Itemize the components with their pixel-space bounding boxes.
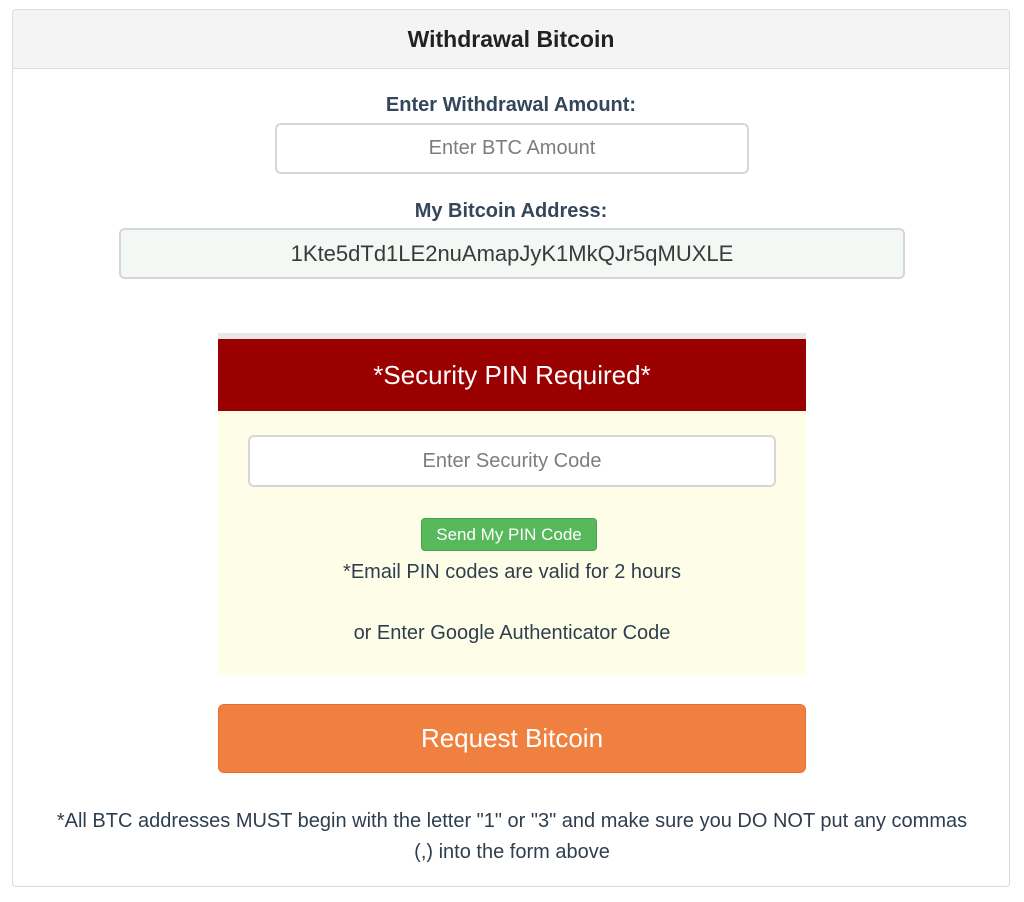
pin-validity-note: *Email PIN codes are valid for 2 hours [343, 561, 681, 583]
request-bitcoin-button[interactable]: Request Bitcoin [218, 704, 806, 773]
btc-amount-input[interactable] [275, 123, 749, 174]
send-pin-button[interactable]: Send My PIN Code [421, 518, 597, 551]
address-label: My Bitcoin Address: [414, 200, 608, 222]
withdrawal-panel: Withdrawal Bitcoin Enter Withdrawal Amou… [12, 9, 1010, 887]
bitcoin-address-field[interactable] [119, 228, 905, 279]
security-pin-box: *Security PIN Required* Send My PIN Code… [218, 333, 806, 675]
panel-title: Withdrawal Bitcoin [13, 10, 1009, 69]
address-footnote: *All BTC addresses MUST begin with the l… [56, 810, 968, 863]
security-pin-title: *Security PIN Required* [218, 339, 806, 411]
authenticator-note: or Enter Google Authenticator Code [353, 622, 671, 644]
amount-label: Enter Withdrawal Amount: [385, 94, 637, 116]
security-code-input[interactable] [248, 435, 776, 487]
